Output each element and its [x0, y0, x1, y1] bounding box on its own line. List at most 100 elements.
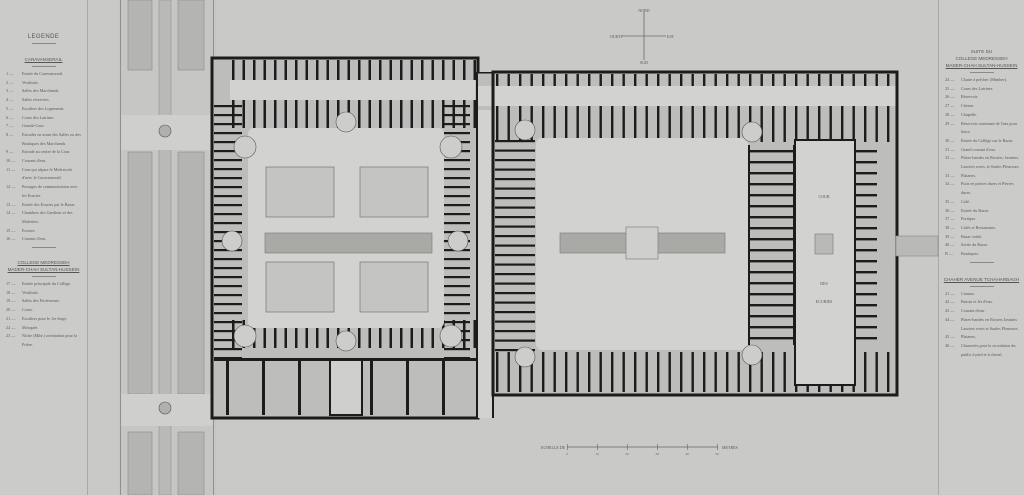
- wall: [444, 303, 470, 306]
- legend-item-text: Escaliers des Logements.: [22, 105, 65, 111]
- wall: [263, 320, 266, 348]
- wall: [855, 172, 877, 175]
- wall: [431, 60, 434, 80]
- compass-west: OUEST: [610, 34, 623, 39]
- legend-item-number: 7 —: [6, 123, 14, 129]
- legend-item-text: Salles réservées.: [22, 97, 50, 103]
- legend-item: 38 —Cafés et Restaurants.: [945, 224, 1020, 233]
- legend-item: 20 — Cours.: [6, 306, 83, 315]
- iwan: [335, 330, 357, 352]
- legend-item-number: 17 —: [6, 281, 16, 287]
- corner-pavilion: [233, 324, 257, 348]
- central-platform: [625, 226, 659, 260]
- wall: [864, 74, 867, 86]
- planting-bed: [177, 151, 205, 395]
- wall: [214, 258, 242, 261]
- wall: [530, 352, 533, 392]
- wall: [634, 74, 637, 86]
- wall: [657, 74, 660, 86]
- legend-item-text: Réservoir.: [961, 94, 979, 100]
- legend-item-number: 20 —: [6, 307, 16, 313]
- wall: [496, 74, 499, 86]
- wall: [463, 60, 466, 80]
- wall: [214, 168, 242, 171]
- legend-item-number: 10 —: [6, 158, 16, 164]
- wall: [691, 74, 694, 86]
- scale-tick-label: 20: [625, 452, 629, 456]
- wall: [444, 168, 470, 171]
- divider: [969, 261, 994, 263]
- legend-item-text: Puits en pierres dures et Pierres dures.: [961, 181, 1014, 196]
- wall: [214, 105, 242, 108]
- wall: [495, 140, 535, 143]
- wall: [226, 360, 229, 415]
- wall: [232, 60, 235, 80]
- wall: [495, 225, 535, 228]
- wall: [622, 74, 625, 86]
- wall: [473, 320, 476, 348]
- wall: [864, 352, 867, 392]
- legend-item-text: Passages de communication avec les Ecuri…: [22, 184, 78, 198]
- legend-item: 43 —Courant d'eau.: [945, 307, 1020, 316]
- wall: [452, 60, 455, 80]
- legend-continued-title: SUITE DU: [970, 49, 993, 54]
- wall: [495, 216, 535, 219]
- basin-fountain: [158, 401, 172, 415]
- wall: [389, 60, 392, 80]
- legend-item-number: 9 —: [6, 149, 14, 155]
- wall: [421, 60, 424, 80]
- wall: [703, 106, 706, 142]
- legend-item-text: Bazar voûté.: [961, 233, 983, 239]
- legend-item-text: Entrée du Bazar.: [961, 207, 989, 213]
- wall: [530, 74, 533, 86]
- legend-list-avenue: 41 —Canaux.42 —Bassin et Jet d'eau.43 —C…: [939, 290, 1024, 360]
- trough: [814, 233, 834, 255]
- wall: [783, 74, 786, 86]
- wall: [748, 271, 793, 274]
- scale-tick: [717, 444, 718, 450]
- legend-item-number: 4 —: [6, 97, 14, 103]
- wall: [232, 320, 235, 348]
- wall: [295, 100, 298, 128]
- wall: [841, 74, 844, 86]
- legend-item: 13 —Entrée des Ecuries par le Bazar.: [6, 201, 83, 210]
- wall: [748, 183, 793, 186]
- wall: [214, 321, 242, 324]
- stables-court: [794, 139, 856, 386]
- legend-item: 42 —Bassin et Jet d'eau.: [945, 298, 1020, 307]
- legend-item-text: Vestibule.: [22, 79, 39, 85]
- legend-item-number: 13 —: [6, 201, 16, 207]
- wall: [400, 60, 403, 80]
- legend-item-text: Citerne.: [961, 103, 975, 109]
- wall: [748, 282, 793, 285]
- wall: [444, 186, 470, 189]
- legend-item-text: Entrée du Collège sur le Bazar.: [961, 137, 1014, 143]
- legend-item-text: Salles des Marchands.: [22, 88, 60, 94]
- wall: [358, 100, 361, 128]
- compass-rose: NORD SUD EST OUEST: [610, 8, 675, 65]
- scale-tick-label: 30: [655, 452, 659, 456]
- legend-item-number: 30 —: [945, 137, 955, 143]
- wall: [855, 260, 877, 263]
- section-avenue-heading: CHAHER AVENUE TCHAHARBAGH: [943, 276, 1020, 282]
- wall: [887, 106, 890, 142]
- legend-item-text: Mosquée.: [22, 324, 39, 330]
- legend-item-text: Courant d'eau.: [22, 158, 47, 164]
- wall: [495, 254, 535, 257]
- corner-pavilion: [741, 344, 763, 366]
- legend-item-number: 41 —: [945, 290, 955, 296]
- legend-item-text: Platanes.: [961, 172, 977, 178]
- legend-item: 15 —Ecuries.: [6, 227, 83, 236]
- wall: [263, 100, 266, 128]
- wall: [495, 311, 535, 314]
- wall: [748, 326, 793, 329]
- plan-label: ECURIES: [816, 299, 833, 304]
- wall: [855, 194, 877, 197]
- legend-list-college-continued: 24 —Chaire à prêcher (Mimber).25 —Cours …: [939, 76, 1024, 259]
- legend-item-number: 18 —: [6, 289, 16, 295]
- legend-item-text: Cours.: [22, 307, 34, 313]
- compass-south: SUD: [640, 60, 648, 65]
- wall: [588, 352, 591, 392]
- wall: [748, 304, 793, 307]
